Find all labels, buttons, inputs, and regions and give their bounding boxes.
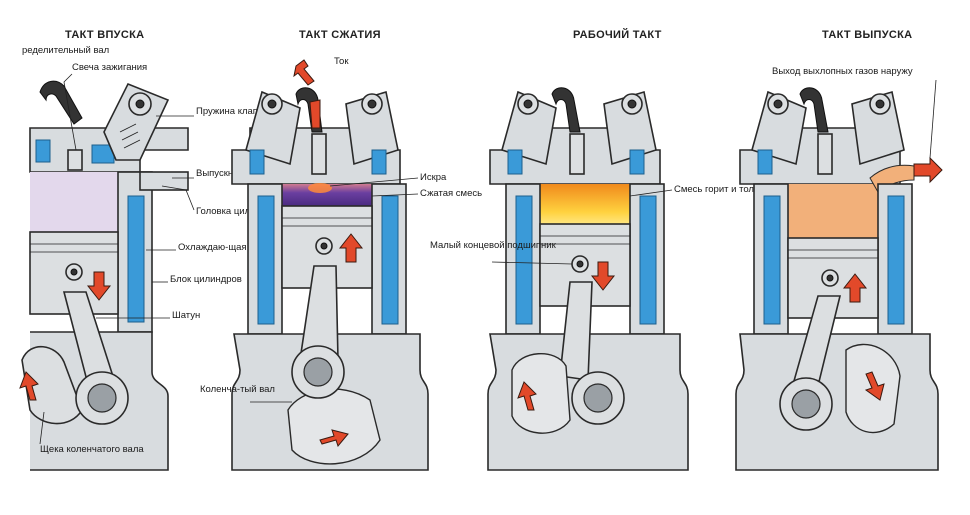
exhaust-valve-housing: [851, 90, 905, 166]
label-current: Ток: [334, 56, 349, 67]
crank-rotation-arrow: [19, 371, 39, 401]
coolant-passage: [507, 149, 523, 175]
crank-rotation-arrow: [319, 429, 349, 448]
current-arrow: [293, 59, 315, 86]
coolant-jacket: [381, 195, 399, 325]
ignition-lead: [551, 87, 581, 133]
label-cylinder-block: Блок цилиндров: [170, 274, 242, 285]
stroke-title: ТАКТ ВПУСКА: [65, 29, 144, 41]
piston-down-arrow: [590, 261, 616, 291]
stroke-title: ТАКТ СЖАТИЯ: [299, 29, 381, 41]
exhaust-out-arrow: [913, 156, 943, 184]
piston-up-arrow: [842, 273, 868, 303]
label-small-end-bearing: Малый концевой подшипник: [430, 240, 557, 251]
ignition-lead: [799, 87, 829, 133]
compressed-mixture: [282, 184, 372, 206]
coolant-jacket: [515, 195, 533, 325]
label-spark: Искра: [420, 172, 447, 183]
label-exhaust-out: Выход выхлопных газов наружу: [772, 66, 913, 77]
valve-spring: [119, 123, 141, 149]
intake-cam: [39, 80, 83, 125]
intake-valve-housing: [751, 90, 807, 166]
cylinder-head: [231, 87, 401, 185]
burning-mixture: [540, 184, 630, 224]
coolant-jacket: [887, 195, 905, 325]
label-crank-web: Щека коленчатого вала: [40, 444, 144, 455]
crankcase: [735, 333, 939, 471]
spark-plug: [67, 149, 83, 171]
crank-rotation-arrow: [864, 371, 885, 401]
stroke-power: РАБОЧИЙ ТАКТ: [430, 28, 837, 471]
coolant-passage: [757, 149, 773, 175]
cylinder-head: [739, 87, 905, 185]
label-connecting-rod: Шатун: [172, 310, 200, 321]
coolant-jacket: [127, 195, 145, 323]
exhaust-gas: [788, 184, 878, 238]
intake-valve-housing: [245, 90, 301, 166]
coolant-passage: [35, 139, 51, 163]
cylinder-head: [489, 87, 661, 185]
crank-web: [287, 388, 381, 465]
piston: [539, 223, 631, 307]
coolant-passage: [371, 149, 387, 175]
spark-plug: [817, 133, 833, 175]
label-cooling-water: Охлаждаю-щая вода: [178, 242, 271, 253]
label-crankshaft: Коленча-тый вал: [200, 384, 275, 395]
coolant-passage: [249, 149, 265, 175]
stroke-intake: ТАКТ ВПУСКА: [19, 29, 278, 471]
coolant-passage: [629, 149, 645, 175]
label-compressed-mixture: Сжатая смесь: [420, 188, 482, 199]
label-valve-spring: Пружина клапана: [196, 106, 274, 117]
coolant-jacket: [763, 195, 781, 325]
piston-up-arrow: [338, 233, 364, 263]
spark-plug: [569, 133, 585, 175]
exhaust-valve-housing: [103, 82, 170, 161]
piston-down-arrow: [86, 271, 112, 301]
spark-glow: [308, 183, 332, 193]
spark-plug: [311, 133, 327, 175]
coolant-jacket: [639, 195, 657, 325]
label-spark-plug: Свеча зажигания: [72, 62, 147, 73]
coolant-jacket: [257, 195, 275, 325]
cylinder-head: [29, 80, 189, 173]
label-camshaft: ределительный вал: [22, 45, 109, 56]
crank-rotation-arrow: [517, 381, 537, 411]
stroke-title: РАБОЧИЙ ТАКТ: [573, 28, 662, 41]
label-cylinder-head: Головка цилиндра: [196, 206, 278, 217]
stroke-exhaust: ТАКТ ВЫПУСКА: [735, 29, 943, 471]
stroke-title: ТАКТ ВЫПУСКА: [822, 29, 912, 41]
crank-web: [511, 352, 571, 434]
stroke-compression: ТАКТ СЖАТИЯ: [200, 29, 482, 471]
intake-valve-housing: [501, 90, 557, 166]
